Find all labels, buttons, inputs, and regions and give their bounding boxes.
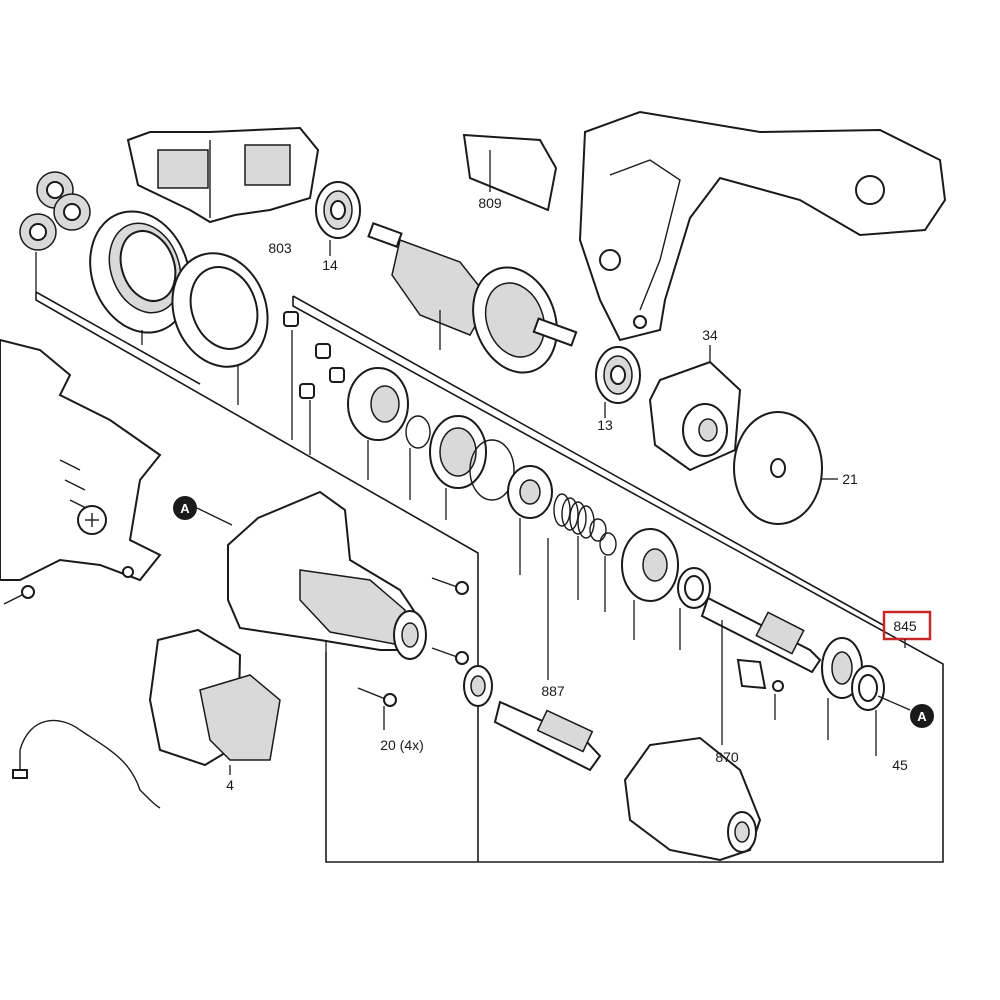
planet-carrier xyxy=(347,367,409,480)
clutch-disc xyxy=(621,528,679,640)
bit-holder xyxy=(493,700,602,772)
gear-housing xyxy=(227,490,427,660)
sleeve xyxy=(736,658,784,720)
callout-a-left: A xyxy=(173,496,233,526)
o-ring-small xyxy=(405,415,431,500)
switch xyxy=(148,628,281,775)
bearing-14 xyxy=(315,181,361,256)
pins xyxy=(283,311,345,455)
label-sheet-809 xyxy=(462,133,558,212)
callout-a-right-text: A xyxy=(917,709,927,724)
label-34: 34 xyxy=(702,327,718,343)
bracket-34 xyxy=(648,345,742,472)
washer-45 xyxy=(851,665,885,756)
part-labels: 809 803 14 34 13 21 845 887 870 20 (4x) … xyxy=(226,195,917,793)
highlight-box-845 xyxy=(882,610,932,641)
label-870: 870 xyxy=(715,749,739,765)
screws xyxy=(3,577,469,730)
label-20: 20 (4x) xyxy=(380,737,424,753)
bearing-ring xyxy=(429,415,515,520)
washer-21 xyxy=(733,411,838,525)
assembly-frame-lines xyxy=(35,291,944,863)
seal-ring xyxy=(463,665,493,707)
callout-a-right: A xyxy=(877,695,934,728)
nose-cone xyxy=(623,736,762,862)
label-809: 809 xyxy=(478,195,502,211)
label-21: 21 xyxy=(842,471,858,487)
label-14: 14 xyxy=(322,257,338,273)
gear-housing-ring xyxy=(171,252,269,405)
main-housing xyxy=(0,338,162,582)
wire xyxy=(12,719,161,809)
spindle xyxy=(700,596,822,745)
washers xyxy=(577,518,617,612)
housing-half xyxy=(578,110,947,342)
armature xyxy=(367,222,578,374)
washer-medium xyxy=(677,567,711,650)
label-13: 13 xyxy=(597,417,613,433)
ring-gear xyxy=(89,210,191,345)
planet-gears xyxy=(19,171,91,292)
label-845: 845 xyxy=(893,618,917,634)
label-887: 887 xyxy=(541,683,565,699)
label-4: 4 xyxy=(226,777,234,793)
clutch-ring xyxy=(507,465,553,575)
callout-a-left-text: A xyxy=(180,501,190,516)
bearing-13 xyxy=(595,346,641,418)
spring xyxy=(547,493,595,680)
label-803: 803 xyxy=(268,240,292,256)
motor-housing xyxy=(126,126,320,224)
label-45: 45 xyxy=(892,757,908,773)
